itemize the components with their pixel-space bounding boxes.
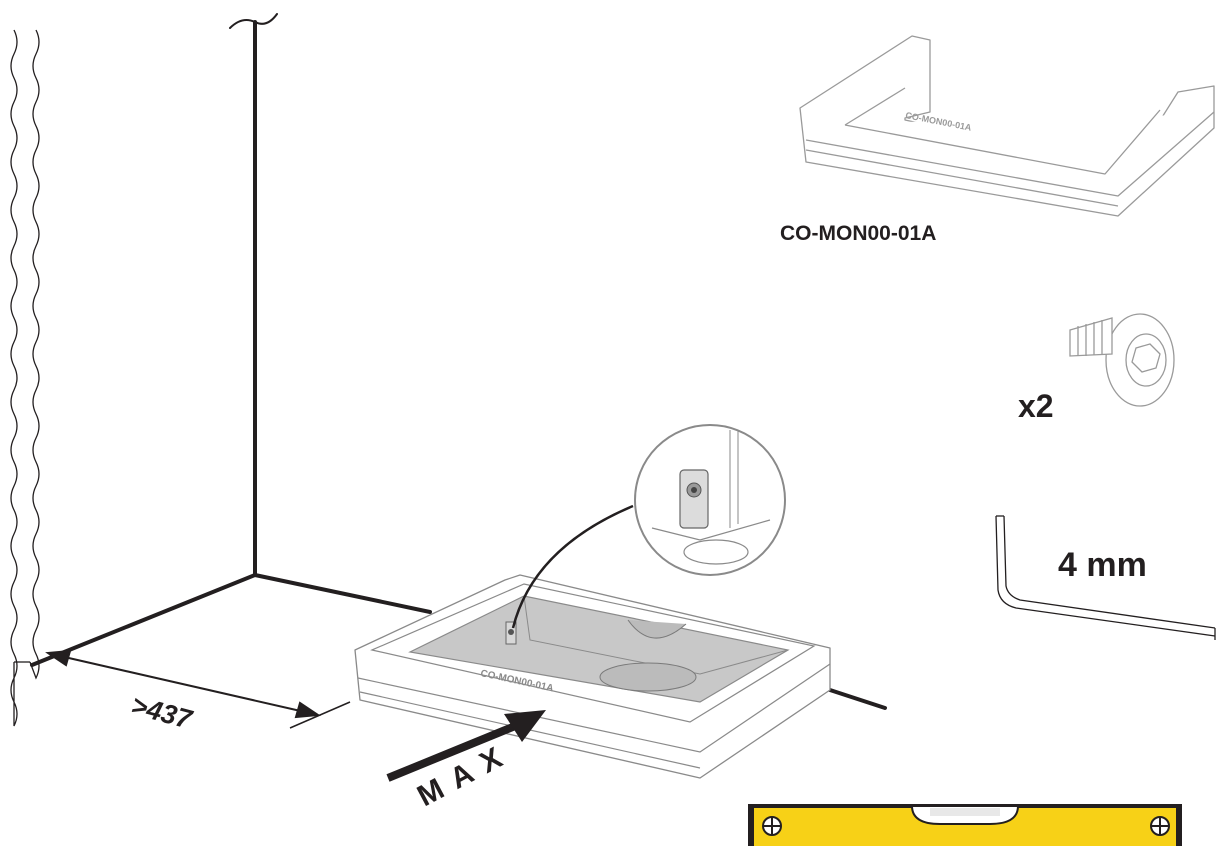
part-code-label: CO-MON00-01A xyxy=(780,222,937,245)
spirit-level-icon xyxy=(748,804,1182,846)
detail-magnifier xyxy=(511,424,786,629)
wall-icon xyxy=(10,29,40,727)
dimension-arrow xyxy=(45,649,351,729)
screw-icon xyxy=(1069,313,1175,407)
hex-key-size-label: 4 mm xyxy=(1058,546,1147,584)
screw-quantity-label: x2 xyxy=(1018,388,1054,424)
room-corner-lines xyxy=(30,13,887,710)
main-frame: CO-MON00-01A xyxy=(354,574,831,779)
hex-key-icon xyxy=(995,515,1216,640)
push-arrow-icon xyxy=(386,710,546,782)
monitor-frame-icon: CO-MON00-01A xyxy=(799,35,1215,217)
